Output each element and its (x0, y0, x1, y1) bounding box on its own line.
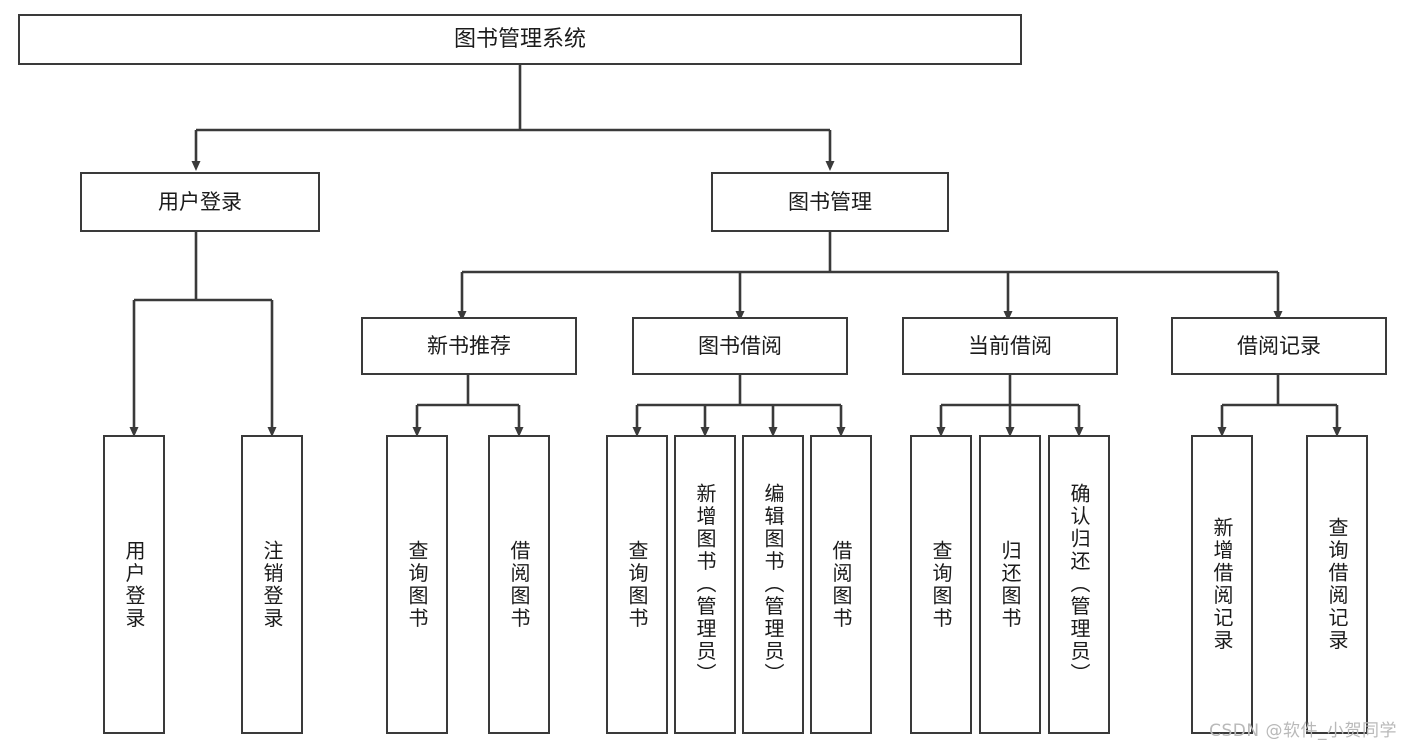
node-label: 确认归还（管理员） (1067, 483, 1091, 686)
node-current-borrow[interactable]: 当前借阅 (902, 317, 1118, 375)
leaf-user-login-signin[interactable]: 用户登录 (103, 435, 165, 734)
node-borrow-record[interactable]: 借阅记录 (1171, 317, 1387, 375)
leaf-current-return-book[interactable]: 归还图书 (979, 435, 1041, 734)
leaf-record-query-record[interactable]: 查询借阅记录 (1306, 435, 1368, 734)
node-label: 借阅图书 (507, 539, 531, 630)
node-label: 当前借阅 (968, 333, 1052, 358)
leaf-borrow-query-book[interactable]: 查询图书 (606, 435, 668, 734)
node-label: 查询图书 (929, 539, 953, 630)
node-label: 新增借阅记录 (1210, 517, 1234, 652)
leaf-new-book-borrow-book[interactable]: 借阅图书 (488, 435, 550, 734)
node-label: 查询图书 (405, 539, 429, 630)
leaf-current-query-book[interactable]: 查询图书 (910, 435, 972, 734)
node-label: 借阅记录 (1237, 333, 1321, 358)
node-label: 新书推荐 (427, 333, 511, 358)
node-root-book-management-system[interactable]: 图书管理系统 (18, 14, 1022, 65)
node-label: 图书借阅 (698, 333, 782, 358)
node-label: 图书管理 (788, 189, 872, 214)
leaf-borrow-add-book-admin[interactable]: 新增图书（管理员） (674, 435, 736, 734)
node-label: 用户登录 (122, 539, 146, 630)
node-label: 查询图书 (625, 539, 649, 630)
node-label: 查询借阅记录 (1325, 517, 1349, 652)
node-label: 借阅图书 (829, 539, 853, 630)
node-book-borrow[interactable]: 图书借阅 (632, 317, 848, 375)
node-label: 编辑图书（管理员） (761, 483, 785, 686)
leaf-record-add-record[interactable]: 新增借阅记录 (1191, 435, 1253, 734)
node-user-login[interactable]: 用户登录 (80, 172, 320, 232)
node-book-management[interactable]: 图书管理 (711, 172, 949, 232)
node-label: 新增图书（管理员） (693, 483, 717, 686)
node-label: 图书管理系统 (453, 26, 586, 52)
node-new-book-recommend[interactable]: 新书推荐 (361, 317, 577, 375)
node-label: 注销登录 (260, 539, 284, 630)
leaf-user-login-signout[interactable]: 注销登录 (241, 435, 303, 734)
csdn-watermark: CSDN @软件_小贺同学 (1209, 721, 1397, 741)
leaf-borrow-edit-book-admin[interactable]: 编辑图书（管理员） (742, 435, 804, 734)
leaf-new-book-query-book[interactable]: 查询图书 (386, 435, 448, 734)
leaf-current-confirm-return-admin[interactable]: 确认归还（管理员） (1048, 435, 1110, 734)
node-label: 归还图书 (998, 539, 1022, 630)
node-label: 用户登录 (158, 189, 242, 214)
leaf-borrow-borrow-book[interactable]: 借阅图书 (810, 435, 872, 734)
